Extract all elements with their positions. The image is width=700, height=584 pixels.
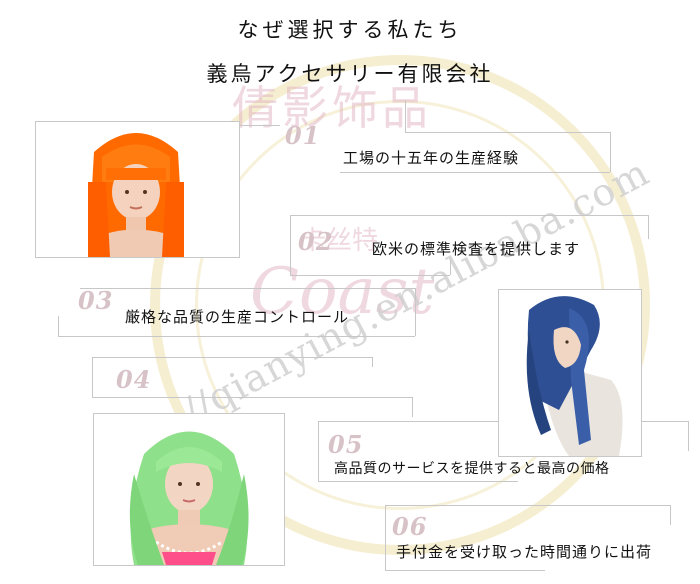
blue-wig-image: [526, 296, 623, 456]
connector-line: [92, 357, 93, 397]
green-wig-image: [129, 431, 249, 565]
connector-line: [405, 100, 406, 132]
connector-line: [405, 132, 610, 133]
feature-number: 04: [116, 365, 152, 394]
page-title: なぜ選択する私たち: [237, 18, 463, 42]
connector-line: [385, 505, 670, 506]
connector-line: [290, 275, 450, 276]
feature-text: 工場の十五年の生産経験: [343, 149, 520, 167]
connector-line: [385, 505, 386, 570]
feature-text: 欧米の標準検査を提供します: [372, 240, 581, 258]
company-name: 義烏アクセサリー有限会社: [206, 62, 494, 86]
connector-line: [92, 357, 372, 358]
connector-line: [318, 421, 319, 481]
orange-wig-image: [88, 133, 184, 257]
connector-line: [372, 357, 373, 367]
connector-line: [240, 125, 280, 126]
connector-line: [412, 397, 413, 417]
feature-number: 05: [328, 430, 364, 459]
feature-number: 02: [298, 227, 334, 256]
feature-number: 03: [78, 286, 114, 315]
connector-line: [450, 260, 451, 275]
connector-line: [610, 132, 611, 172]
connector-line: [415, 288, 416, 336]
product-photo-blue-wig: [498, 289, 642, 457]
product-photo-orange-wig: [35, 121, 240, 258]
connector-line: [92, 397, 412, 398]
connector-line: [340, 172, 610, 173]
connector-line: [318, 481, 518, 482]
connector-line: [80, 288, 415, 289]
watermark-ring: [150, 55, 650, 555]
connector-line: [58, 336, 415, 337]
feature-number: 01: [285, 121, 321, 150]
product-photo-green-wig: [93, 413, 285, 566]
connector-line: [648, 215, 649, 239]
connector-line: [58, 316, 59, 336]
connector-line: [670, 505, 671, 525]
connector-line: [688, 421, 689, 451]
feature-number: 06: [392, 512, 428, 541]
connector-line: [385, 570, 545, 571]
connector-line: [290, 215, 648, 216]
feature-text: 手付金を受け取った時間通りに出荷: [396, 543, 653, 561]
feature-text: 厳格な品質の生産コントロール: [125, 308, 350, 326]
feature-text: 高品質のサービスを提供すると最高の価格: [334, 461, 610, 477]
connector-line: [290, 215, 291, 275]
